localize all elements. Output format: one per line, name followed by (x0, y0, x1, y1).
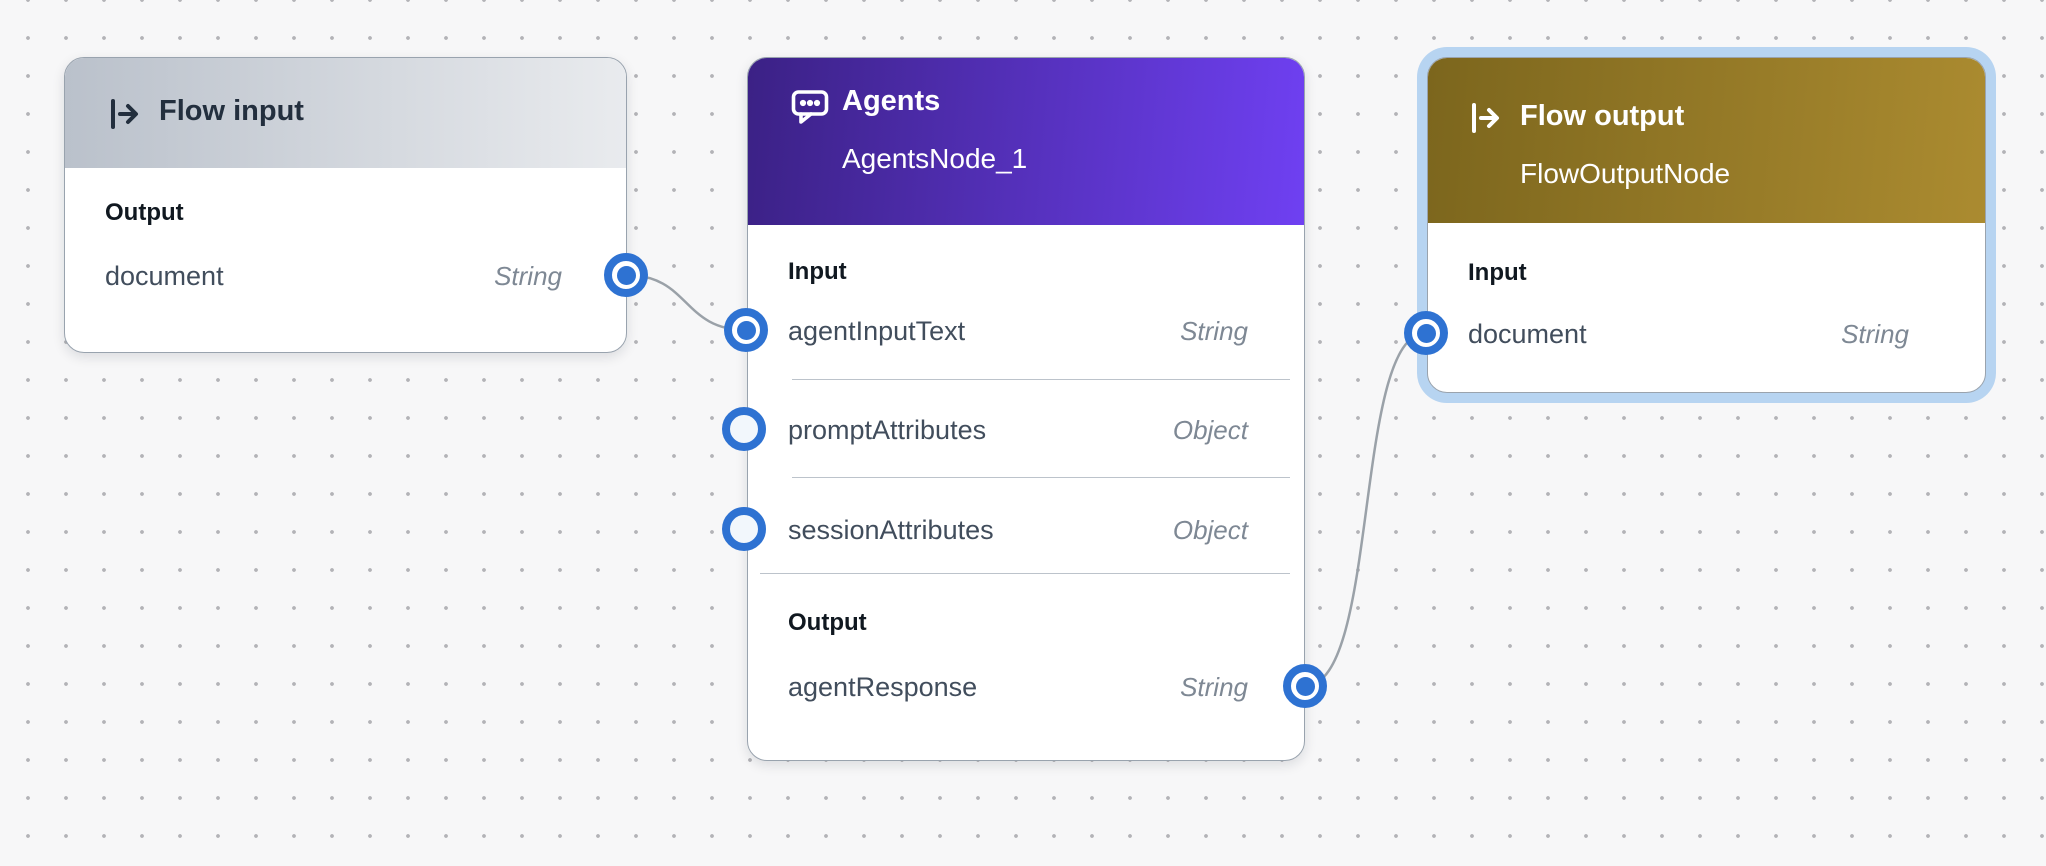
section-label-output: Output (105, 199, 184, 226)
port-flowinput-document-output[interactable] (604, 253, 648, 297)
connection-agents-to-flowoutput[interactable] (1304, 331, 1427, 688)
node-subtitle: AgentsNode_1 (842, 143, 1028, 174)
port-agents-sessionAttributes-input[interactable] (722, 507, 766, 551)
node-agents[interactable]: Agents AgentsNode_1 Input agentInputText… (747, 57, 1305, 761)
node-flow-input-header: Flow input (65, 58, 626, 168)
node-title: Flow output (1520, 100, 1685, 132)
param-name: promptAttributes (788, 415, 987, 445)
param-row-promptAttributes: promptAttributes Object (788, 410, 1248, 450)
param-name: agentInputText (788, 316, 966, 346)
port-flowoutput-document-input[interactable] (1404, 311, 1448, 355)
param-row-agentResponse: agentResponse String (788, 667, 1248, 707)
param-type: String (494, 261, 562, 291)
section-label-input: Input (1468, 259, 1527, 286)
node-title: Agents (842, 85, 941, 117)
node-flow-output-selection: Flow output FlowOutputNode Input documen… (1417, 47, 1996, 403)
section-divider (760, 573, 1290, 574)
param-type: Object (1172, 415, 1248, 445)
row-divider (792, 477, 1290, 478)
section-label-output: Output (788, 609, 867, 636)
node-flow-output-header: Flow output FlowOutputNode (1428, 58, 1985, 223)
port-agents-promptAttributes-input[interactable] (722, 407, 766, 451)
param-type: String (1180, 316, 1248, 346)
param-type: String (1841, 319, 1909, 349)
param-name: document (105, 261, 224, 291)
node-subtitle: FlowOutputNode (1520, 158, 1731, 189)
node-agents-header: Agents AgentsNode_1 (748, 58, 1304, 225)
section-label-input: Input (788, 258, 847, 285)
param-name: agentResponse (788, 672, 978, 702)
param-row-document: document String (105, 256, 562, 296)
row-divider (792, 379, 1290, 380)
port-agents-agentInputText-input[interactable] (724, 308, 768, 352)
flow-io-icon (1468, 100, 1504, 141)
param-name: document (1468, 319, 1587, 349)
param-row-document: document String (1468, 314, 1909, 354)
param-type: String (1180, 672, 1248, 702)
param-name: sessionAttributes (788, 515, 994, 545)
chat-bubble-icon (789, 85, 831, 132)
port-agents-agentResponse-output[interactable] (1283, 664, 1327, 708)
param-type: Object (1172, 515, 1248, 545)
node-flow-output[interactable]: Flow output FlowOutputNode Input documen… (1427, 57, 1986, 393)
param-row-agentInputText: agentInputText String (788, 311, 1248, 351)
node-flow-input[interactable]: Flow input Output document String (64, 57, 627, 353)
param-row-sessionAttributes: sessionAttributes Object (788, 510, 1248, 550)
flow-io-icon (107, 96, 143, 137)
node-title: Flow input (159, 95, 304, 127)
